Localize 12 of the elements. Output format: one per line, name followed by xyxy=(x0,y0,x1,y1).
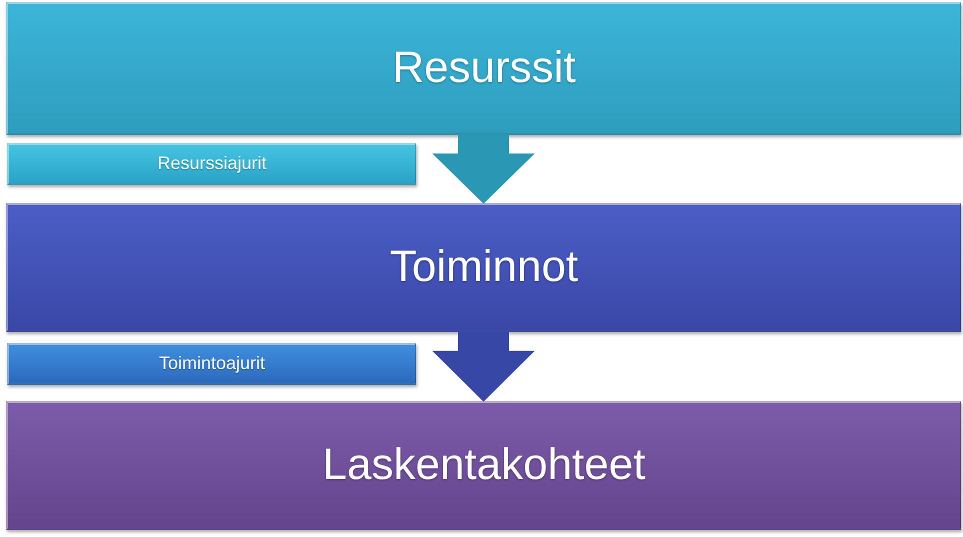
process-band xyxy=(6,401,961,530)
band-label: Resurssit xyxy=(392,43,576,94)
process-band xyxy=(6,203,961,332)
driver-bar xyxy=(7,343,416,385)
driver-bar xyxy=(7,143,416,185)
block-arrow xyxy=(432,134,535,204)
band-label: Laskentakohteet xyxy=(322,440,646,491)
band-label: Toiminnot xyxy=(390,242,578,293)
block-arrow xyxy=(432,332,535,402)
bar-label: Toimintoajurit xyxy=(158,353,266,375)
bar-label: Resurssiajurit xyxy=(157,153,267,175)
process-band xyxy=(6,2,961,135)
